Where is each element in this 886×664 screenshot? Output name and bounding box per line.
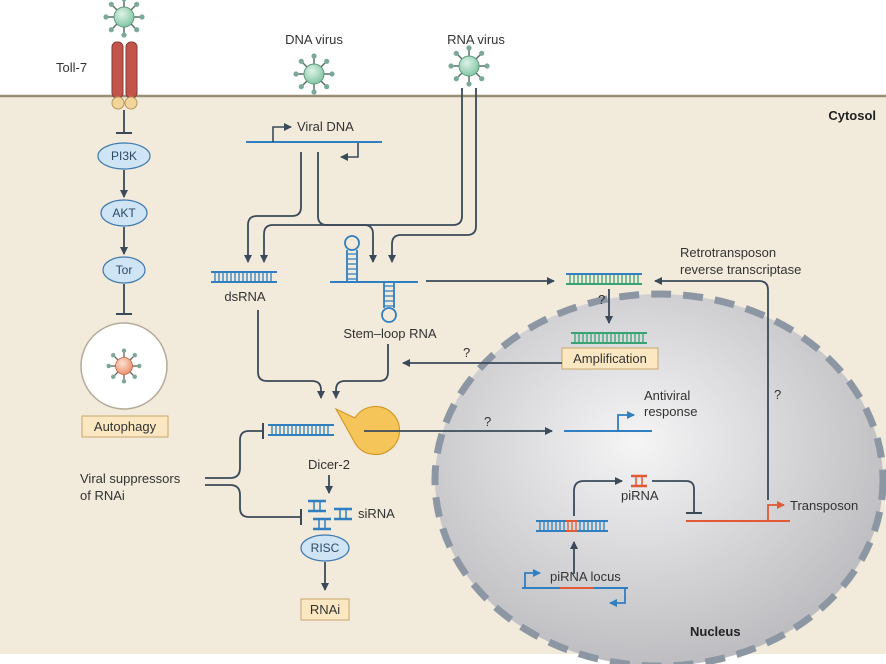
amplification-box: [561, 347, 659, 370]
stem-loop-rna-label: Stem–loop RNA: [343, 326, 437, 341]
transposon-gene: [686, 501, 790, 522]
arrow-dsrna-to-dicer: [257, 310, 325, 399]
sirna-label: siRNA: [358, 506, 395, 521]
extracellular-region: [0, 0, 886, 96]
question-mark-antiviral: ?: [484, 414, 491, 429]
dicer2-label: Dicer-2: [308, 457, 350, 472]
akt-label: AKT: [112, 206, 136, 220]
tor-label: Tor: [116, 263, 133, 277]
autophagy-label: Autophagy: [94, 419, 157, 434]
viral-dna-label: Viral DNA: [297, 119, 354, 134]
nucleus: [431, 290, 886, 664]
cytosol-label: Cytosol: [828, 108, 876, 123]
pirna-duplex: [631, 474, 647, 488]
arrow-dna-to-dsrna: [244, 152, 302, 263]
question-mark-amplification: ?: [598, 292, 605, 307]
inhibit-risc-line: [205, 484, 300, 518]
inhibit-transposon-line: [652, 480, 695, 512]
viral-suppressors-label-2: of RNAi: [80, 488, 125, 503]
pi3k-node: [97, 142, 151, 170]
amplification-label: Amplification: [573, 351, 647, 366]
toll7-label: Toll-7: [56, 60, 87, 75]
retrotransposon-label-2: reverse transcriptase: [680, 262, 801, 277]
toll7-receptor: [102, 0, 146, 110]
akt-node: [100, 199, 148, 227]
rna-virus-icon: [447, 44, 491, 88]
risc-label: RISC: [311, 541, 340, 555]
transposon-label: Transposon: [790, 498, 858, 513]
inhibit-dicer-line: [205, 430, 262, 479]
viral-dna: [246, 123, 382, 161]
pi3k-label: PI3K: [111, 149, 137, 163]
arrow-rna-to-dsrna: [260, 88, 463, 263]
risc-node: [300, 534, 350, 562]
tor-node: [102, 256, 146, 284]
autophagosome: [80, 322, 168, 410]
dna-virus-label: DNA virus: [285, 32, 343, 47]
antiviral-gene: [564, 411, 652, 432]
retrotransposon-label-1: Retrotransposon: [680, 245, 776, 260]
dsrna-label: dsRNA: [224, 289, 266, 304]
nucleus-label: Nucleus: [690, 624, 741, 639]
pirna-locus-label: piRNA locus: [550, 569, 621, 584]
viral-suppressors-label-1: Viral suppressors: [80, 471, 181, 486]
question-mark-transposon: ?: [774, 387, 781, 402]
dna-virus-icon: [292, 52, 336, 96]
arrow-precursor-to-pirna: [573, 477, 623, 516]
arrow-stemloop-to-dicer: [332, 344, 389, 399]
antiviral-label-1: Antiviral: [644, 388, 690, 403]
pirna-precursor: [536, 520, 608, 532]
arrow-rna-to-stemloop: [388, 88, 477, 263]
arrow-transposon-to-retro: [654, 277, 769, 291]
rnai-box: [300, 598, 350, 621]
stem-loop-rna: [330, 235, 418, 323]
autophagy-box: [81, 415, 169, 438]
pirna-locus-gene: [522, 569, 628, 607]
rnai-label: RNAi: [310, 602, 340, 617]
pirna-label: piRNA: [621, 488, 659, 503]
question-mark-amp-dicer: ?: [463, 345, 470, 360]
rna-virus-label: RNA virus: [447, 32, 505, 47]
antiviral-label-2: response: [644, 404, 697, 419]
